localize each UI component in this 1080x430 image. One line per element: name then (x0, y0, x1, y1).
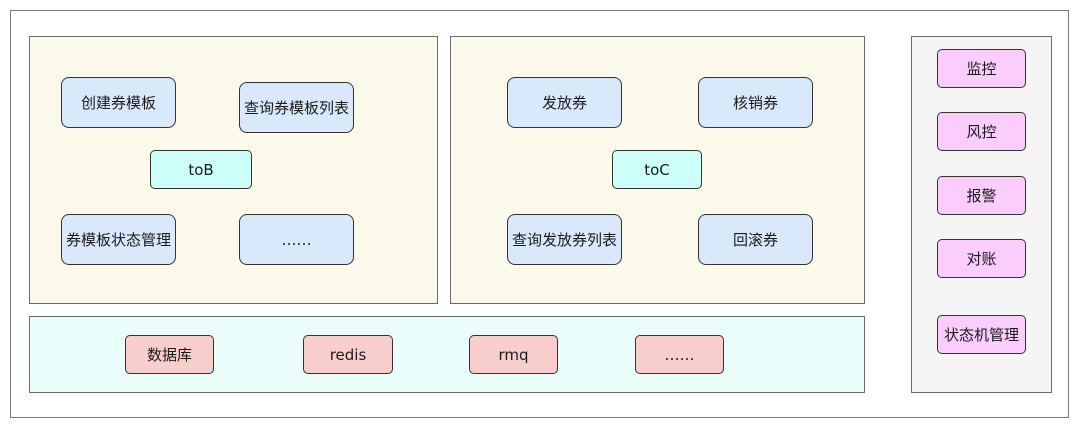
redeem-coupon-node: 核销券 (698, 77, 813, 128)
alarm-node: 报警 (937, 176, 1026, 215)
issue-coupon-node: 发放券 (507, 77, 622, 128)
query-issue-list-node: 查询发放券列表 (507, 214, 622, 265)
redis-node: redis (303, 335, 393, 374)
infra-more-node: …… (635, 335, 724, 374)
tob-more-node: …… (239, 214, 354, 265)
rmq-node: rmq (469, 335, 558, 374)
rollback-coupon-node: 回滚券 (698, 214, 813, 265)
tob-label-node: toB (150, 150, 252, 189)
reconcile-node: 对账 (937, 239, 1026, 278)
risk-control-node: 风控 (937, 112, 1026, 151)
state-machine-node: 状态机管理 (937, 315, 1026, 354)
monitor-node: 监控 (937, 49, 1026, 88)
create-template-node: 创建券模板 (61, 77, 176, 128)
toc-label-node: toC (612, 150, 702, 189)
query-template-list-node: 查询券模板列表 (239, 82, 354, 133)
database-node: 数据库 (125, 335, 214, 374)
template-status-node: 券模板状态管理 (61, 214, 176, 265)
